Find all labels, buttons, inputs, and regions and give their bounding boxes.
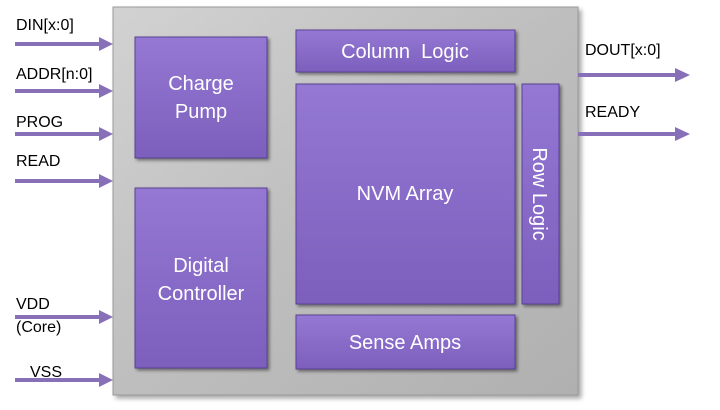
addr-input: ADDR[n:0] [15, 66, 113, 98]
vdd-label-line1: VDD [16, 296, 50, 313]
din-input: DIN[x:0] [15, 17, 113, 51]
vss-arrow-head-icon [99, 373, 113, 387]
prog-label: PROG [16, 114, 63, 131]
vdd-arrow-head-icon [99, 310, 113, 324]
sense-amps-label: Sense Amps [349, 332, 461, 354]
prog-input: PROG [15, 114, 113, 141]
vdd-input: VDD (Core) [15, 296, 113, 336]
charge-pump-block: Charge Pump [134, 36, 268, 159]
ready-label: READY [585, 104, 640, 121]
charge-pump-label-line1: Charge [168, 73, 234, 95]
charge-pump-label-line2: Pump [175, 101, 227, 123]
ready-output: READY [578, 104, 690, 141]
row-logic-block: Row Logic [521, 83, 560, 305]
addr-arrow-head-icon [99, 84, 113, 98]
nvm-array-label: NVM Array [357, 183, 454, 205]
row-logic-label: Row Logic [528, 147, 550, 240]
addr-label: ADDR[n:0] [16, 66, 92, 83]
digital-controller-label-line2: Controller [158, 283, 245, 305]
vss-label: VSS [30, 364, 62, 381]
ready-arrow-head-icon [675, 127, 690, 141]
column-logic-block: Column Logic [295, 29, 516, 73]
vdd-label-line2: (Core) [16, 319, 61, 336]
dout-arrow-head-icon [675, 68, 690, 82]
din-label: DIN[x:0] [16, 17, 74, 34]
sense-amps-block: Sense Amps [295, 314, 516, 370]
read-arrow-head-icon [99, 174, 113, 188]
din-arrow-head-icon [99, 37, 113, 51]
read-label: READ [16, 153, 60, 170]
vss-input: VSS [15, 364, 113, 387]
digital-controller-block: Digital Controller [134, 187, 268, 369]
prog-arrow-head-icon [99, 127, 113, 141]
read-input: READ [15, 153, 113, 188]
dout-output: DOUT[x:0] [578, 42, 690, 82]
digital-controller-label-line1: Digital [173, 255, 229, 277]
column-logic-label: Column Logic [341, 41, 469, 63]
dout-label: DOUT[x:0] [585, 42, 661, 59]
nvm-array-block: NVM Array [295, 83, 516, 305]
